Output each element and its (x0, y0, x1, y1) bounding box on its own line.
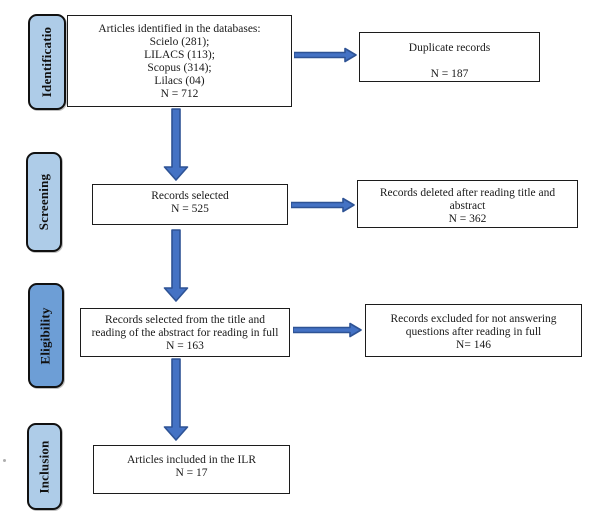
stage-screening-label: Screening (36, 173, 52, 231)
box-records-selected-line: Records selected (151, 190, 229, 202)
stage-screening: Screening (26, 152, 62, 252)
box-records-deleted-count: N = 362 (448, 213, 487, 225)
box-duplicate-records-line: Duplicate records (408, 42, 491, 54)
box-articles-identified-line: Articles identified in the databases: (98, 23, 261, 35)
box-fulltext-selected-count: N = 163 (166, 340, 204, 352)
stage-eligibility-label: Eligibility (38, 306, 54, 365)
box-articles-identified-line: Lilacs (04) (154, 75, 205, 87)
box-records-deleted: Records deleted after reading title and … (357, 180, 578, 228)
arrow-down-screening-to-eligibility-icon (163, 229, 189, 302)
arrow-down-identification-to-screening-icon (163, 108, 189, 181)
box-records-excluded-count: N= 146 (456, 339, 491, 351)
arrow-right-to-deleted-icon (291, 197, 355, 213)
box-records-excluded-line: Records excluded for not answering (390, 313, 557, 325)
stage-identification-label: Identificatio (39, 26, 55, 98)
box-records-selected-count: N = 525 (171, 203, 209, 215)
stage-eligibility: Eligibility (28, 283, 64, 388)
box-articles-identified: Articles identified in the databases: Sc… (67, 15, 292, 107)
box-duplicate-records-count: N = 187 (430, 68, 469, 80)
arrow-right-to-duplicates-icon (294, 47, 357, 63)
box-records-excluded-line: questions after reading in full (405, 326, 542, 338)
box-records-deleted-line: Records deleted after reading title and (379, 187, 556, 199)
stray-mark (3, 459, 6, 462)
box-records-deleted-line: abstract (449, 200, 486, 212)
stage-identification: Identificatio (28, 14, 66, 110)
box-articles-included-line: Articles included in the ILR (126, 454, 257, 466)
box-records-selected: Records selected N = 525 (92, 184, 288, 225)
box-articles-identified-line: Scielo (281); (149, 36, 210, 48)
box-fulltext-selected-line: Records selected from the title and (105, 314, 265, 326)
box-articles-included: Articles included in the ILR N = 17 (93, 445, 290, 494)
box-fulltext-selected: Records selected from the title and read… (80, 308, 290, 357)
arrow-right-to-excluded-icon (293, 322, 362, 338)
box-duplicate-records: Duplicate records N = 187 (359, 32, 540, 82)
box-articles-identified-line: LILACS (113); (144, 49, 215, 61)
box-articles-included-count: N = 17 (175, 467, 208, 479)
stage-inclusion-label: Inclusion (36, 439, 52, 494)
stage-inclusion: Inclusion (27, 423, 62, 510)
arrow-down-eligibility-to-inclusion-icon (163, 358, 189, 441)
box-fulltext-selected-line: reading of the abstract for reading in f… (91, 327, 279, 339)
box-records-excluded: Records excluded for not answering quest… (365, 304, 582, 357)
box-articles-identified-count: N = 712 (160, 88, 199, 100)
box-articles-identified-line: Scopus (314); (147, 62, 212, 74)
